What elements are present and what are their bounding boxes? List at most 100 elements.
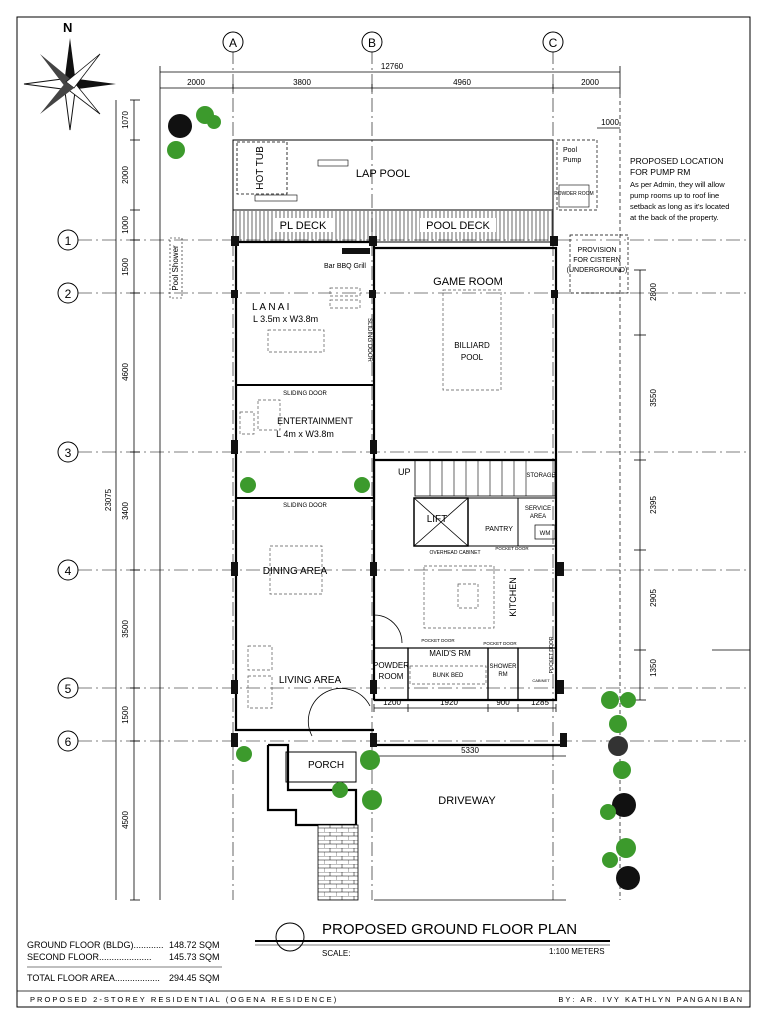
deck-hatch (232, 209, 554, 243)
dim-left-2: 2000 (121, 166, 130, 184)
dining-label: DINING AREA (263, 566, 328, 577)
plant-icon (167, 106, 640, 890)
svg-text:FOR CISTERN: FOR CISTERN (573, 257, 620, 264)
cabinet-label: CABINET (532, 678, 550, 683)
grid-bubble-3: 3 (57, 441, 79, 463)
dim-left-5: 4600 (121, 363, 130, 381)
pool-deck-label: POOL DECK (426, 220, 490, 232)
grid-bubble-a: A (222, 31, 244, 53)
dim-right-3: 2395 (649, 496, 658, 514)
hot-tub (236, 141, 288, 195)
dim-top-2: 3800 (293, 78, 311, 87)
dim-right-1: 2800 (649, 283, 658, 301)
driveway-label: DRIVEWAY (438, 795, 496, 807)
game-room-label: GAME ROOM (433, 276, 503, 288)
scale-value: 1:100 METERS (549, 947, 605, 956)
dim-left-9: 4500 (121, 811, 130, 829)
pocket-door-v: POCKET DOOR (549, 636, 555, 673)
grid-bubble-2: 2 (57, 282, 79, 304)
entertainment-label: ENTERTAINMENT (277, 416, 353, 426)
grid-bubble-c: C (542, 31, 564, 53)
pocket-door-2: POCKET DOOR (421, 638, 455, 643)
dim-bottom-2: 1920 (440, 698, 458, 707)
lanai-size: L 3.5m x W3.8m (253, 314, 318, 324)
area-value-1: 148.72 SQM (169, 940, 220, 950)
pool-pump-label-2: Pump (563, 157, 581, 164)
note-body-2: pump rooms up to roof line (630, 191, 719, 200)
svg-text:2: 2 (65, 287, 72, 301)
cistern-box (569, 234, 629, 294)
svg-text:B: B (368, 36, 376, 50)
note-body-4: at the back of the property. (630, 213, 719, 222)
svg-text:C: C (549, 36, 558, 50)
sliding-door-side: SLIDING DOOR (366, 318, 372, 362)
svg-text:3: 3 (65, 446, 72, 460)
north-arrow-icon: N (23, 20, 116, 131)
porch-label: PORCH (308, 760, 344, 771)
pocket-door-3: POCKET DOOR (483, 641, 517, 646)
pocket-door-1: POCKET DOOR (495, 546, 529, 551)
bunk-bed-label: BUNK BED (433, 673, 464, 679)
grid-bubble-6: 6 (57, 730, 79, 752)
service-area-label-2: AREA (530, 514, 546, 520)
pool-pump-box (556, 139, 598, 211)
svg-text:4: 4 (65, 564, 72, 578)
dim-right-4: 2905 (649, 589, 658, 607)
dim-left-6: 3400 (121, 502, 130, 520)
living-label: LIVING AREA (279, 675, 342, 686)
shower-label: SHOWER (490, 664, 518, 670)
grid-bubble-5: 5 (57, 677, 79, 699)
pool-shower-label: Pool Shower (171, 245, 180, 291)
note-title-1: PROPOSED LOCATION (630, 156, 723, 166)
dim-left-8: 1500 (121, 706, 130, 724)
area-label-2: SECOND FLOOR..................... (27, 952, 152, 962)
svg-text:6: 6 (65, 735, 72, 749)
note-body-1: As per Admin, they will allow (630, 180, 725, 189)
bar-bbq-label: Bar BBQ Grill (324, 263, 366, 270)
svg-text:(UNDERGROUND): (UNDERGROUND) (567, 267, 628, 274)
dim-top-3: 4960 (453, 78, 471, 87)
lift-label: LIFT (427, 514, 448, 525)
grid-bubble-b: B (361, 31, 383, 53)
area-label-1: GROUND FLOOR (BLDG)............ (27, 940, 164, 950)
building-walls (234, 240, 566, 901)
maids-rm-label: MAID'S RM (429, 649, 471, 658)
pump-dim: 1000 (601, 118, 619, 127)
area-label-3: TOTAL FLOOR AREA.................. (27, 973, 160, 983)
dim-bottom-4: 1285 (531, 698, 549, 707)
note-body-3: setback as long as it's located (630, 202, 729, 211)
grid-bubble-1: 1 (57, 229, 79, 251)
area-summary: GROUND FLOOR (BLDG)............ 148.72 S… (27, 940, 222, 983)
drawing-title: PROPOSED GROUND FLOOR PLAN (322, 921, 577, 938)
kitchen-label: KITCHEN (508, 577, 518, 617)
left-dim-ticks (130, 99, 140, 901)
lap-pool-label: LAP POOL (356, 168, 410, 180)
dim-driveway: 5330 (461, 746, 479, 755)
dim-left-7: 3500 (121, 620, 130, 638)
storage-label: STORAGE (526, 473, 555, 479)
sheet-border (16, 16, 751, 1008)
area-value-3: 294.45 SQM (169, 973, 220, 983)
footer-author: B Y : A R . I V Y K A T H L Y N P A N G … (558, 995, 742, 1004)
powder-room-label-2: ROOM (379, 672, 404, 681)
overhead-cabinet-label: OVERHEAD CABINET (429, 550, 480, 556)
entertainment-size: L 4m x W3.8m (276, 429, 334, 439)
powder-room-top-label: POWDER ROOM (554, 191, 593, 197)
scale-label: SCALE: (322, 949, 350, 958)
dim-overall-width: 12760 (381, 62, 404, 71)
dim-right-5: 1350 (649, 659, 658, 677)
powder-room-label: POWDER (373, 661, 409, 670)
billiard-label: BILLIARD (454, 341, 490, 350)
dim-right-2: 3550 (649, 389, 658, 407)
svg-text:PROVISION: PROVISION (578, 247, 617, 254)
structural-columns (231, 236, 567, 747)
shower-label-2: RM (498, 672, 507, 678)
svg-text:A: A (229, 36, 237, 50)
footer-project: P R O P O S E D 2 - S T O R E Y R E S I … (30, 995, 337, 1004)
sliding-door-bottom: SLIDING DOOR (283, 503, 327, 509)
pool-pump-label: Pool (563, 147, 577, 154)
furniture (239, 287, 502, 709)
dim-top-1: 2000 (187, 78, 205, 87)
lanai-label: L A N A I (252, 302, 289, 313)
